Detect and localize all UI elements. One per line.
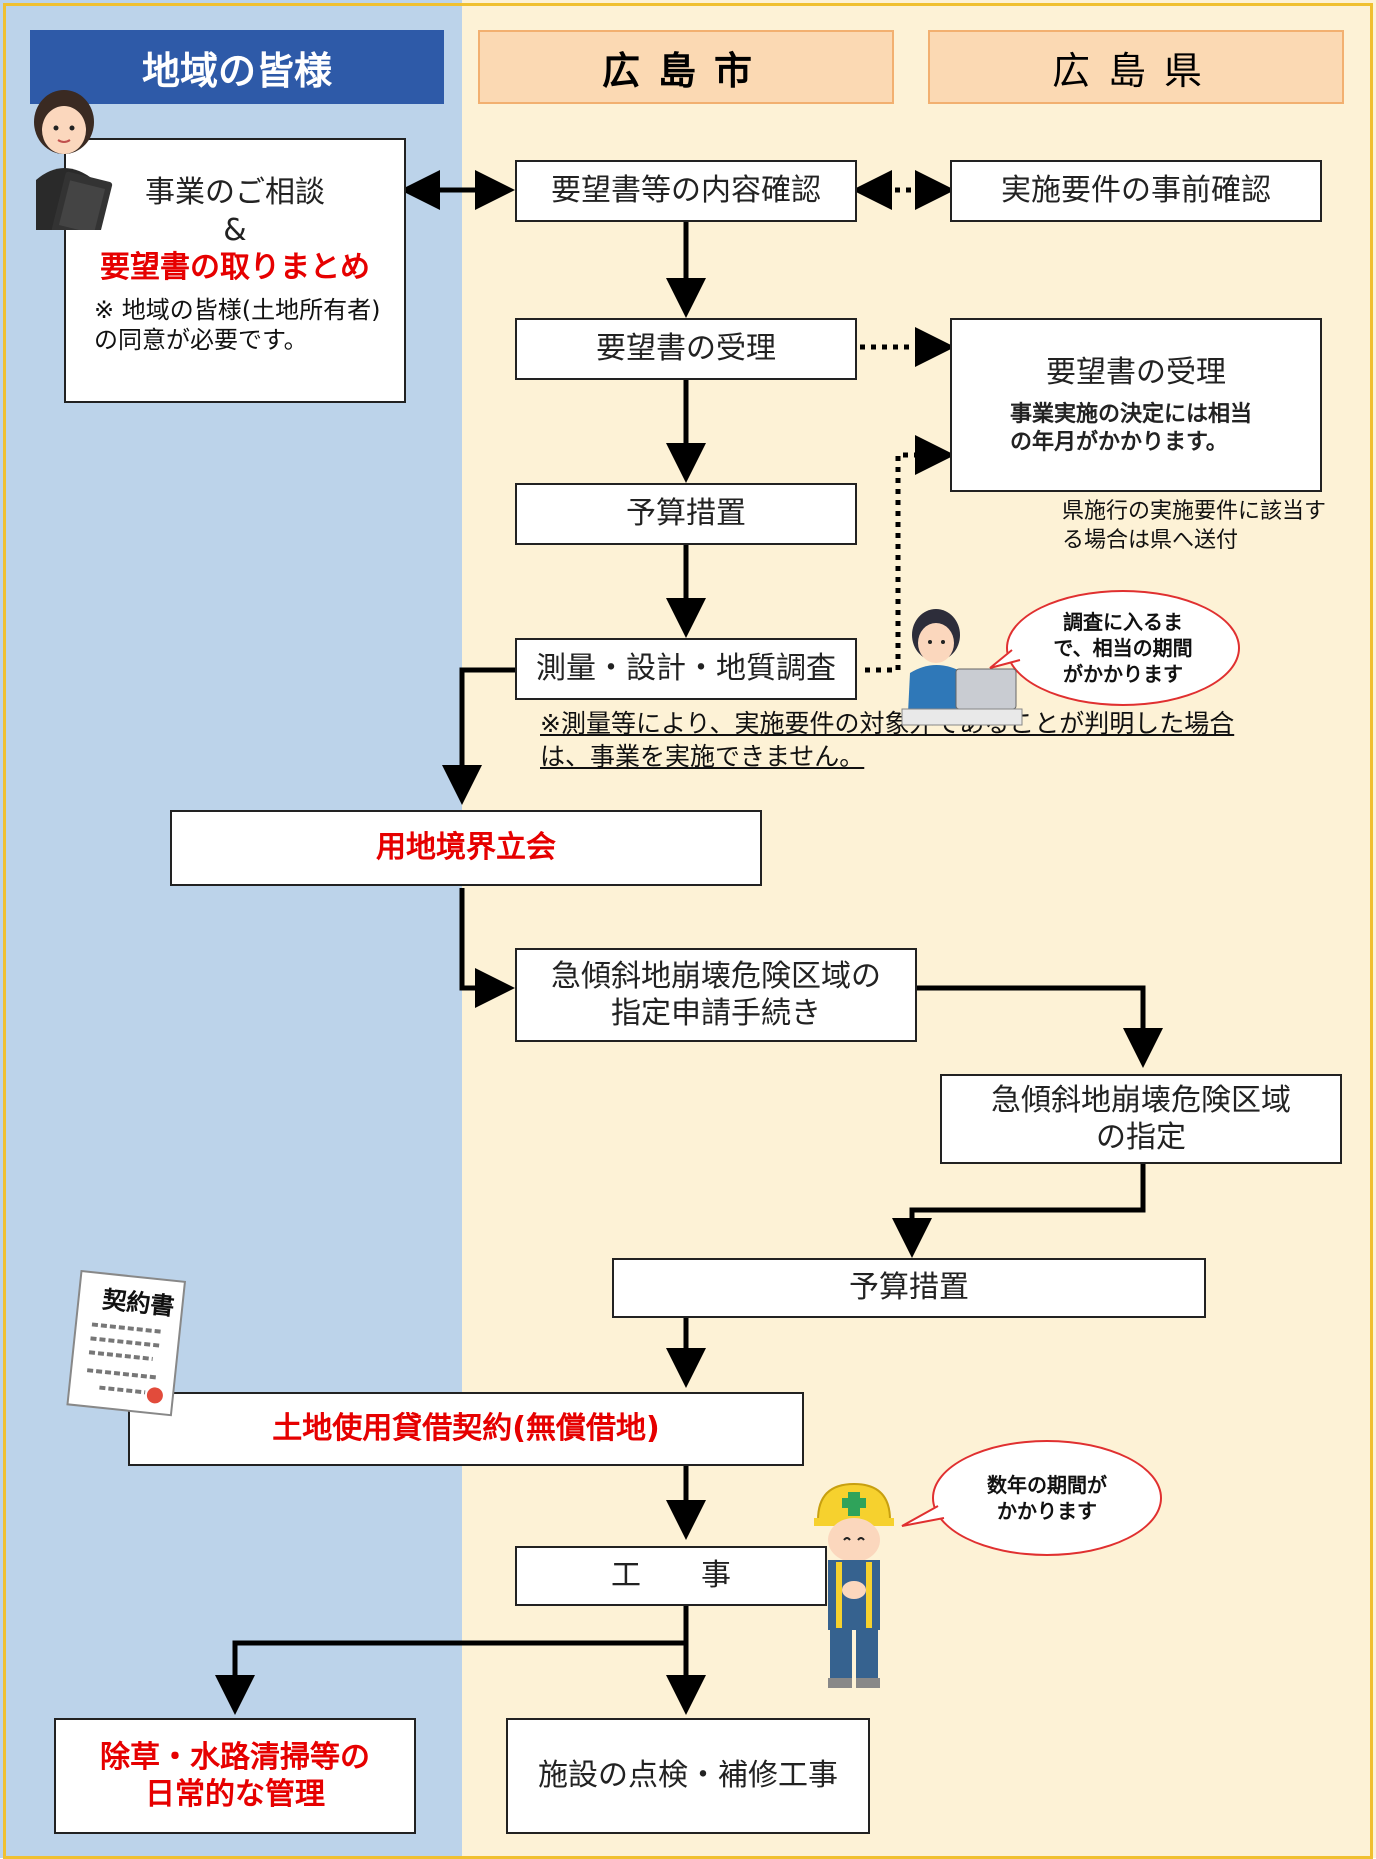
contract-document-illustration: 契約書 [66,1270,187,1417]
boundary-confirmation-box: 用地境界立会 [170,810,762,886]
daily-maintenance-box: 除草・水路清掃等の日常的な管理 [54,1718,416,1834]
designation-application-label: 急傾斜地崩壊危険区域の指定申請手続き [551,958,881,1032]
receive-request-box: 要望書の受理 [515,318,857,380]
arrow-construction-maintenance [215,1640,686,1715]
budget-label-1: 予算措置 [626,496,746,532]
confirm-request-label: 要望書等の内容確認 [551,173,821,209]
land-contract-label: 土地使用貸借契約(無償借地) [272,1411,660,1447]
pref-receive-note: 事業実施の決定には相当の年月がかかります。 [1010,402,1253,455]
survey-time-bubble: 調査に入るまで、相当の期間がかかります [1006,590,1240,706]
precheck-box: 実施要件の事前確認 [950,160,1322,222]
construction-time-text: 数年の期間がかかります [987,1473,1107,1523]
request-compile-label: 要望書の取りまとめ [100,250,370,285]
arrow-boundary-application [459,888,515,1008]
precheck-label: 実施要件の事前確認 [1001,173,1271,209]
designation-box: 急傾斜地崩壊危険区域の指定 [940,1074,1342,1164]
arrow-survey-boundary [442,667,515,805]
facility-inspection-box: 施設の点検・補修工事 [506,1718,870,1834]
pref-receive-title: 要望書の受理 [1046,354,1226,390]
arrow-designation-budget [892,1164,1146,1258]
consent-note: ※ 地域の皆様(土地所有者)の同意が必要です。 [94,295,381,354]
budget-box-1: 予算措置 [515,483,857,545]
arrow-application-designation [917,985,1163,1068]
survey-caution-note: ※測量等により、実施要件の対象外であることが判明した場合は、事業を実施できません… [540,709,1235,771]
survey-box: 測量・設計・地質調査 [515,638,857,700]
resident-with-clipboard-illustration [34,90,113,230]
daily-maintenance-label: 除草・水路清掃等の日常的な管理 [100,1739,370,1813]
confirm-request-box: 要望書等の内容確認 [515,160,857,222]
budget-box-2: 予算措置 [612,1258,1206,1318]
budget-label-2: 予算措置 [849,1270,969,1306]
survey-label: 測量・設計・地質調査 [536,651,836,687]
consultation-label: 事業のご相談 [145,175,325,210]
pref-receive-box: 要望書の受理 事業実施の決定には相当の年月がかかります。 [950,318,1322,492]
ampersand-label: & [223,212,247,248]
receive-request-label: 要望書の受理 [596,331,776,367]
survey-time-text: 調査に入るまで、相当の期間がかかります [1053,610,1193,686]
consultation-box: 事業のご相談 & 要望書の取りまとめ ※ 地域の皆様(土地所有者)の同意が必要で… [64,138,406,403]
construction-time-bubble: 数年の期間がかかります [932,1440,1162,1556]
construction-label: 工 事 [611,1558,731,1594]
designation-label: 急傾斜地崩壊危険区域の指定 [991,1082,1291,1156]
residents-header: 地域の皆様 [30,30,444,104]
facility-inspection-label: 施設の点検・補修工事 [538,1758,838,1794]
send-to-pref-note: 県施行の実施要件に該当する場合は県へ送付 [1062,499,1327,553]
construction-worker-illustration [814,1482,894,1688]
boundary-confirmation-label: 用地境界立会 [376,830,556,866]
construction-box: 工 事 [515,1546,827,1606]
prefecture-header: 広島県 [928,30,1344,104]
designation-application-box: 急傾斜地崩壊危険区域の指定申請手続き [515,948,917,1042]
worker-at-laptop-illustration [901,609,1023,726]
city-header: 広島市 [478,30,894,104]
land-contract-box: 土地使用貸借契約(無償借地) [128,1392,804,1466]
